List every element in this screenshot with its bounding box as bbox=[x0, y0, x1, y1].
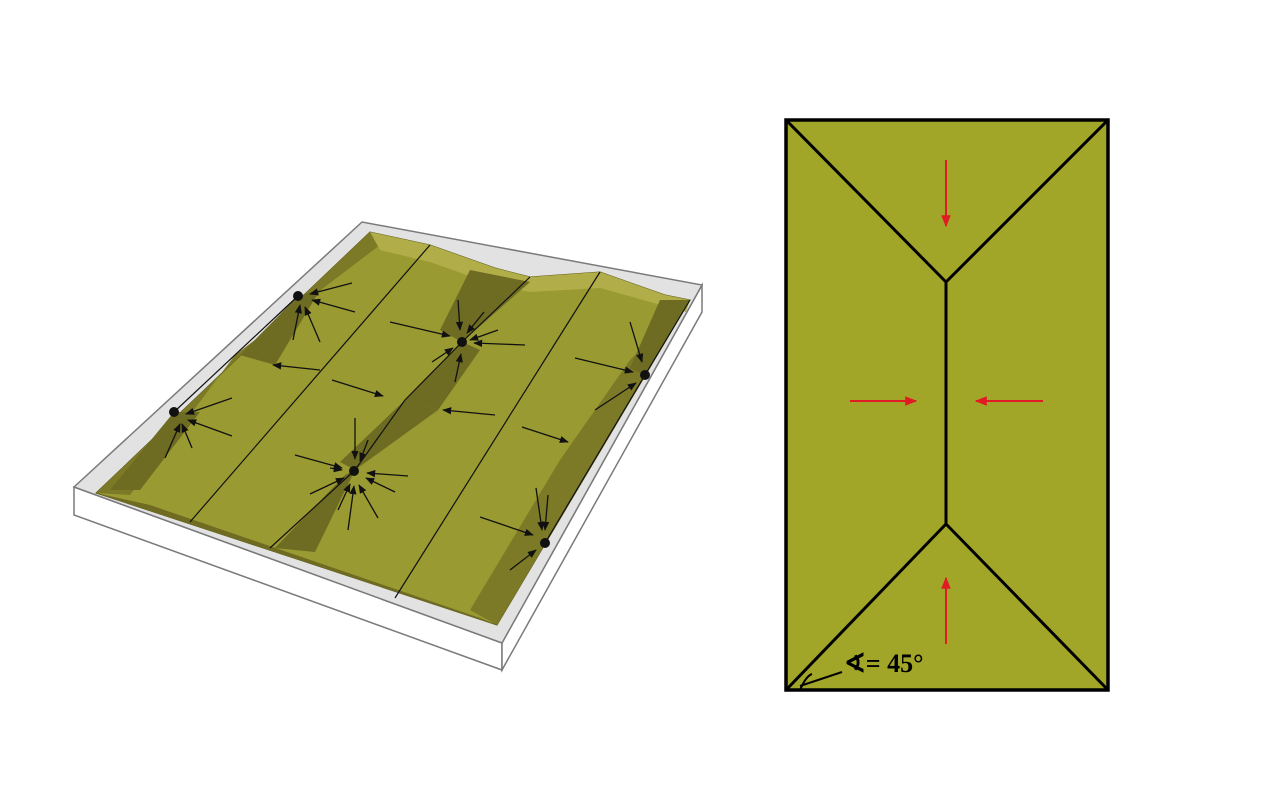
drain-point-icon bbox=[293, 291, 303, 301]
isometric-roof-view bbox=[72, 221, 704, 673]
drain-point-icon bbox=[540, 538, 550, 548]
drain-point-icon bbox=[640, 370, 650, 380]
back-ridge-band bbox=[370, 232, 690, 312]
drain-point-icon bbox=[349, 466, 359, 476]
valley-crease-4 bbox=[275, 470, 355, 552]
ridge-lines bbox=[173, 244, 691, 599]
drain-point-icon bbox=[457, 337, 467, 347]
plan-ridge-lines bbox=[784, 118, 1110, 692]
flow-arrows-3d bbox=[164, 282, 644, 571]
inner-wall-right bbox=[470, 300, 690, 625]
angle-label: ∢= 45° bbox=[844, 649, 924, 678]
angle-arc-icon bbox=[799, 673, 813, 691]
plan-flow-arrows bbox=[850, 160, 1043, 644]
drain-points bbox=[169, 291, 650, 548]
drain-point-icon bbox=[169, 407, 179, 417]
angle-pointer-line bbox=[799, 671, 843, 687]
inner-wall-front bbox=[96, 493, 497, 625]
plan-roof-view: ∢= 45° bbox=[784, 118, 1110, 692]
valley-crease-5 bbox=[630, 300, 690, 375]
